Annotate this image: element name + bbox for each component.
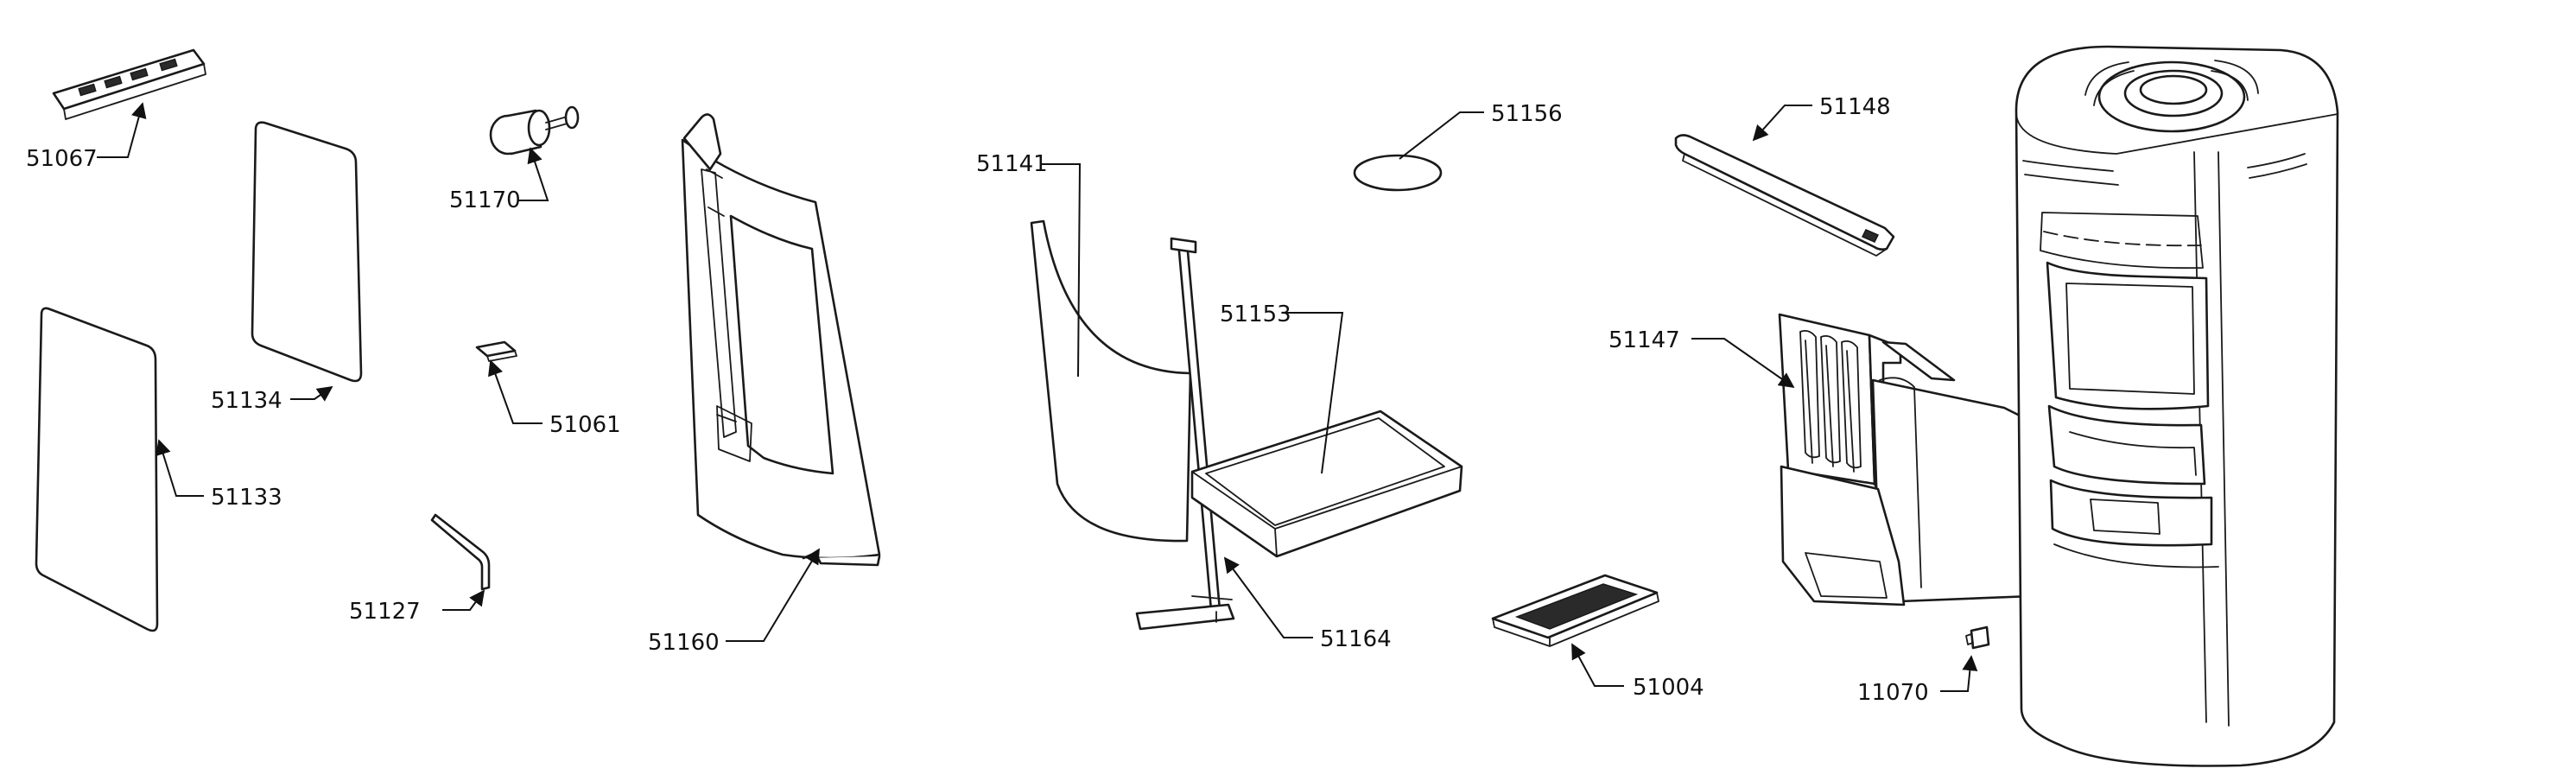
part-51133-glass-panel [35,307,159,632]
part-51004-filter [1491,574,1659,647]
label-51147: 51147 [1608,327,1680,353]
part-51127-allen-key [430,513,491,591]
part-51134-glass-panel [251,121,363,383]
label-51133: 51133 [211,485,282,511]
leader-lines [97,102,1978,692]
label-51141: 51141 [976,151,1048,177]
label-51004: 51004 [1633,675,1704,701]
part-51148-baffle [1674,134,1895,257]
part-51160-door [681,113,881,567]
part-51147-firebox [1778,313,2034,606]
part-51067-bracket [52,48,206,120]
label-51067: 51067 [26,146,98,172]
label-51153: 51153 [1220,302,1291,327]
stove-body [2014,45,2339,767]
part-labels: 51067 51170 51134 51133 51061 51127 5116… [26,94,1929,706]
label-51164: 51164 [1320,626,1392,652]
part-51141-shield [1030,219,1192,543]
part-51061-clip [475,340,517,362]
label-51061: 51061 [549,412,621,438]
part-51170-bolt [489,105,580,156]
label-51170: 51170 [449,187,521,213]
label-51127: 51127 [349,599,421,625]
label-51156: 51156 [1491,101,1563,127]
label-51160: 51160 [648,630,720,656]
label-51148: 51148 [1819,94,1891,120]
part-51153-ash-pan [1190,410,1463,558]
part-51164-lever [1135,237,1235,631]
label-51134: 51134 [211,388,282,414]
label-11070: 11070 [1857,680,1929,706]
part-11070-knob [1965,625,1990,650]
part-51156-disc [1353,154,1443,192]
